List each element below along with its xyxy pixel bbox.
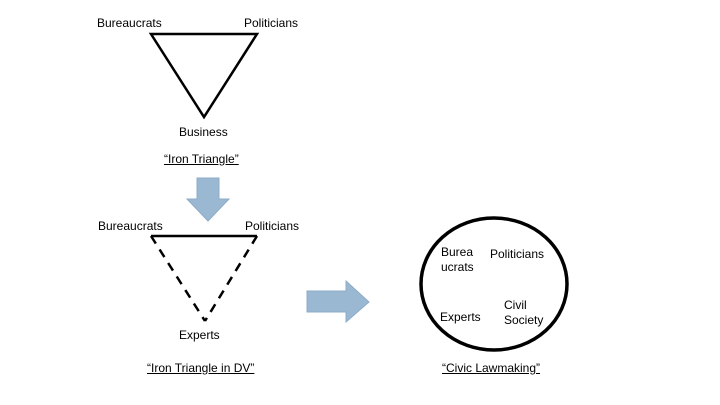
iron-triangle-shape (148, 32, 260, 120)
dv-triangle-right-edge (203, 235, 259, 322)
civic-politicians-label: Politicians (490, 247, 545, 261)
civic-lawmaking-caption: “Civic Lawmaking” (442, 361, 541, 375)
dv-triangle-experts-label: Experts (179, 328, 220, 342)
iron-triangle-bureaucrats-label: Bureaucrats (97, 16, 162, 30)
dv-triangle-caption: “Iron Triangle in DV” (147, 361, 255, 375)
dv-triangle-bureaucrats-label: Bureaucrats (98, 219, 163, 233)
iron-triangle-politicians-label: Politicians (244, 16, 299, 30)
dv-triangle-left-edge (149, 235, 207, 322)
dv-triangle-politicians-label: Politicians (245, 219, 300, 233)
civic-lawmaking-circle (419, 216, 569, 352)
civic-civil-society-label: Civil Society (504, 298, 544, 327)
iron-triangle-caption: “Iron Triangle” (164, 152, 239, 166)
civic-bureaucrats-label: Burea ucrats (441, 245, 474, 274)
right-arrow (306, 279, 370, 324)
iron-triangle-business-label: Business (179, 125, 228, 139)
down-arrow (185, 177, 231, 222)
civic-experts-label: Experts (440, 310, 481, 324)
